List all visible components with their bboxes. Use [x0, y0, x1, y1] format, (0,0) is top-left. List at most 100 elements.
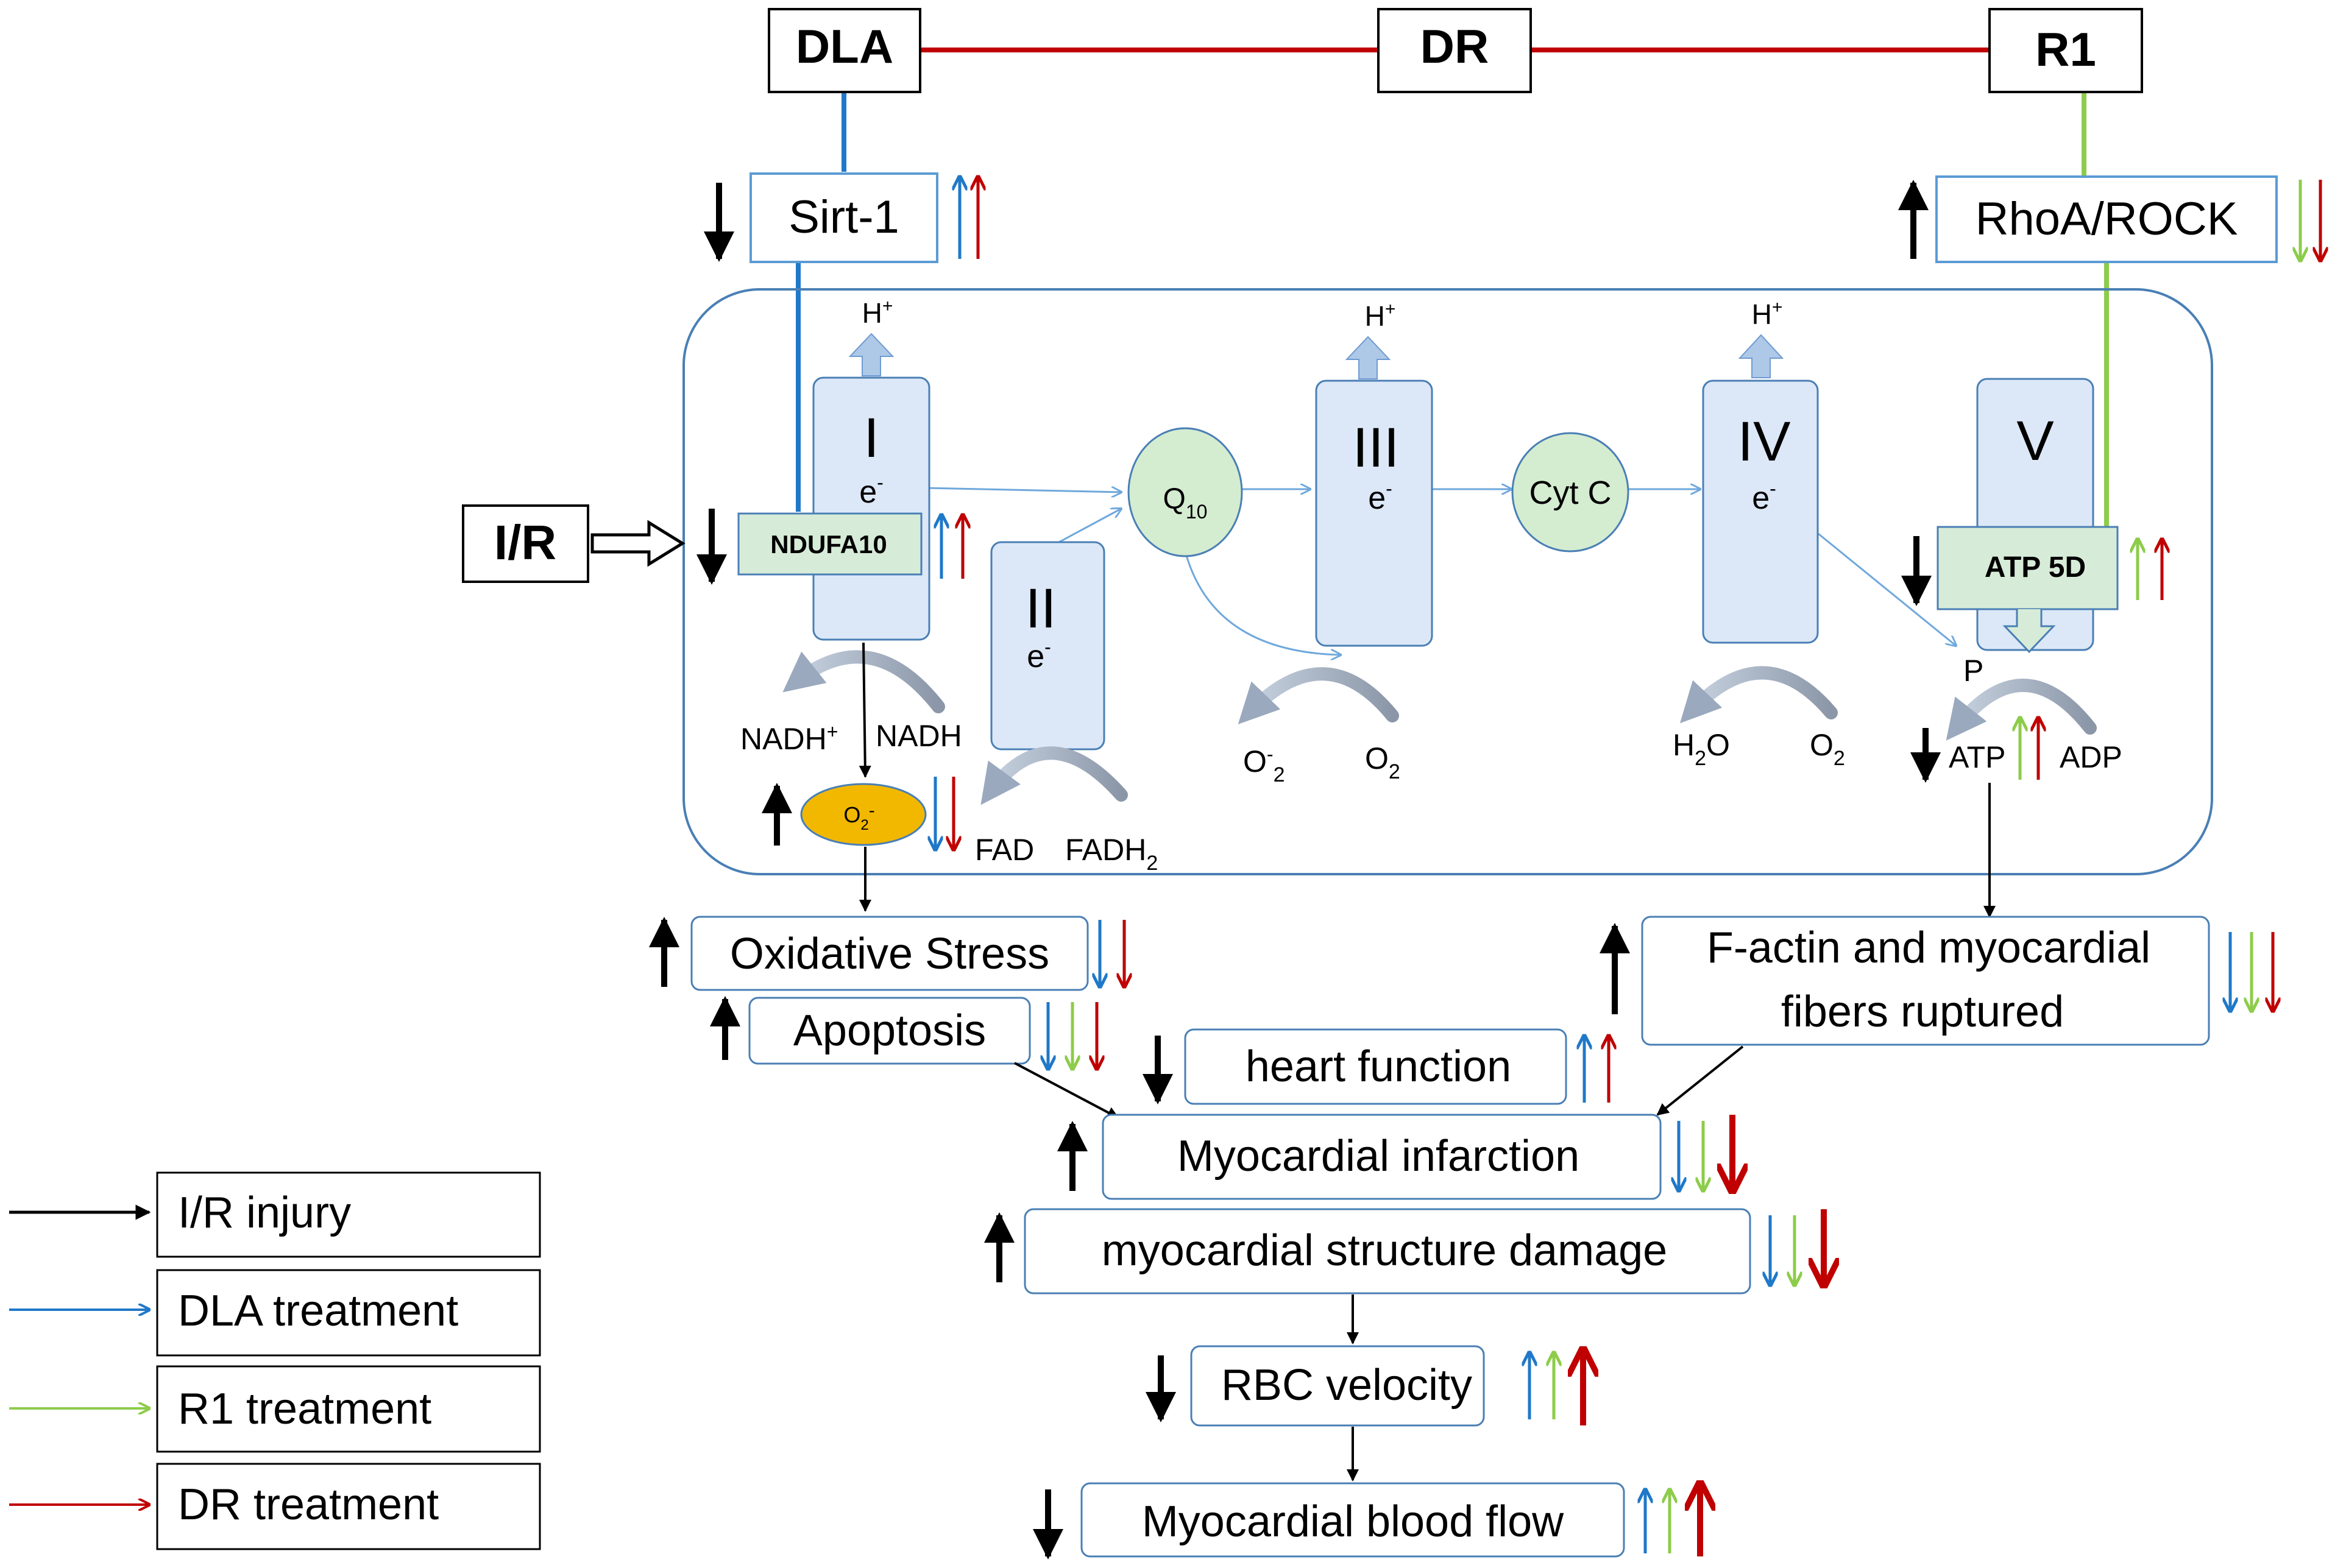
myocardial-infarction-node: Myocardial infarction: [1102, 1114, 1662, 1200]
complex-iii-proton: H+: [1345, 299, 1396, 380]
heart-function-label: heart function: [1246, 1042, 1511, 1091]
rhoa-rock-node: RhoA/ROCK: [1935, 175, 2278, 263]
oxidative-stress-treatment-arrows: [1100, 920, 1124, 987]
complex-iv-proton: H+: [1738, 297, 1784, 378]
sirt1-treatment-arrows: [960, 177, 978, 259]
nadh-label: NADH: [876, 719, 962, 753]
legend-item-dla: DLA treatment: [9, 1269, 541, 1357]
oxidative-stress-label: Oxidative Stress: [730, 930, 1049, 978]
atp5d-label: ATP 5D: [1985, 551, 2086, 584]
apoptosis-label: Apoptosis: [793, 1006, 986, 1055]
top-connector: [796, 48, 2109, 527]
r1-box: R1: [1988, 8, 2143, 93]
rbc-velocity-label: RBC velocity: [1221, 1361, 1472, 1410]
myocardial-infarction-treatment-arrows: [1679, 1115, 1732, 1191]
f-actin-label-1: F-actin and myocardial: [1707, 923, 2150, 972]
complex-iv-electron: e-: [1752, 478, 1776, 516]
complex-i-to-superoxide-arrow: [859, 642, 871, 778]
atp-label: ATP: [1949, 740, 2006, 774]
svg-text:H+: H+: [1365, 299, 1396, 332]
legend: I/R injury DLA treatment R1 treatment DR…: [9, 1171, 541, 1550]
oxygen-label-q: O2: [1365, 741, 1400, 783]
f-actin-treatment-arrows: [2230, 932, 2273, 1011]
superoxide-treatment-arrows: [935, 777, 954, 850]
reaction-curves: [782, 650, 2097, 805]
legend-dla-label: DLA treatment: [178, 1287, 458, 1335]
complex-iii-label: III: [1353, 417, 1400, 479]
complex-i-label: I: [863, 407, 879, 469]
rhoa-treatment-arrows: [2300, 180, 2320, 261]
ir-label: I/R: [494, 515, 556, 570]
structure-damage-treatment-arrows: [1770, 1209, 1824, 1285]
adp-label: ADP: [2060, 740, 2122, 774]
phosphate-label: P: [1963, 654, 1983, 688]
mitochondrion-membrane: [682, 288, 2213, 875]
ir-input-arrow: [590, 520, 686, 567]
rhoa-rock-label: RhoA/ROCK: [1976, 193, 2238, 245]
dla-label: DLA: [796, 19, 893, 73]
complex-ii: II e-: [990, 541, 1105, 750]
svg-text:Q10: Q10: [1163, 483, 1208, 523]
complex-iv-label: IV: [1738, 411, 1791, 473]
svg-text:O2-: O2-: [843, 800, 874, 833]
dla-box: DLA: [768, 8, 921, 93]
legend-item-dr: DR treatment: [9, 1463, 541, 1550]
heart-function-treatment-arrows: [1584, 1036, 1609, 1103]
legend-r1-label: R1 treatment: [178, 1385, 431, 1433]
ndufa10-treatment-arrows: [941, 515, 963, 579]
complex-iii-electron: e-: [1368, 478, 1392, 516]
r1-label: R1: [2035, 23, 2096, 76]
complex-iii: III e-: [1315, 380, 1433, 647]
apoptosis-treatment-arrows: [1048, 1002, 1097, 1069]
heart-function-node: heart function: [1184, 1028, 1567, 1105]
complex-iv: IV e-: [1702, 380, 1819, 644]
svg-text:H+: H+: [862, 296, 893, 329]
superoxide-o2-minus-label: O-2: [1243, 743, 1285, 786]
ndufa10-label: NDUFA10: [770, 530, 887, 559]
ndufa10-node: NDUFA10: [737, 512, 923, 576]
atp-treatment-arrows: [2020, 718, 2038, 780]
coenzyme-q10: Q10: [1127, 427, 1243, 557]
complex-i: I e-: [812, 376, 930, 641]
myocardial-infarction-label: Myocardial infarction: [1177, 1132, 1579, 1181]
ir-box: I/R: [462, 504, 589, 583]
sirt1-label: Sirt-1: [788, 191, 899, 243]
cytochrome-c-label: Cyt C: [1529, 475, 1612, 511]
structure-damage-node: myocardial structure damage: [1024, 1208, 1751, 1294]
fad-label: FAD: [975, 833, 1034, 867]
cytochrome-c: Cyt C: [1511, 432, 1629, 553]
dr-label: DR: [1420, 19, 1489, 73]
rbc-velocity-treatment-arrows: [1529, 1349, 1583, 1425]
complex-i-electron: e-: [859, 471, 884, 510]
complex-i-proton: H+: [848, 296, 895, 376]
complex-ii-electron: e-: [1027, 636, 1051, 674]
legend-dr-label: DR treatment: [178, 1480, 439, 1529]
apoptosis-to-infarction-arrow: [1014, 1062, 1119, 1119]
structure-damage-label: myocardial structure damage: [1102, 1226, 1667, 1275]
oxidative-stress-node: Oxidative Stress: [690, 916, 1089, 991]
fadh2-label: FADH2: [1065, 833, 1158, 875]
complex-v-label: V: [2016, 410, 2054, 472]
apoptosis-node: Apoptosis: [748, 997, 1031, 1065]
sirt1-node: Sirt-1: [750, 172, 938, 263]
legend-item-r1: R1 treatment: [9, 1365, 541, 1453]
oxygen-label-iv: O2: [1810, 728, 1845, 770]
superoxide-node: O2-: [800, 783, 927, 846]
svg-text:H+: H+: [1752, 297, 1783, 330]
f-actin-node: F-actin and myocardial fibers ruptured: [1641, 916, 2210, 1046]
f-actin-label-2: fibers ruptured: [1781, 987, 2064, 1036]
atp5d-node: ATP 5D: [1937, 526, 2119, 654]
atp5d-treatment-arrows: [2138, 539, 2162, 600]
rbc-velocity-node: RBC velocity: [1190, 1345, 1485, 1427]
legend-ir-injury-label: I/R injury: [178, 1188, 351, 1237]
blood-flow-label: Myocardial blood flow: [1142, 1497, 1564, 1546]
blood-flow-treatment-arrows: [1645, 1483, 1700, 1556]
complex-ii-label: II: [1025, 577, 1056, 640]
factin-to-infarction-arrow: [1656, 1045, 1744, 1116]
blood-flow-node: Myocardial blood flow: [1080, 1482, 1625, 1558]
nadh-plus-label: NADH+: [740, 721, 838, 756]
water-label: H2O: [1673, 728, 1730, 770]
dr-box: DR: [1377, 8, 1532, 93]
legend-item-ir-injury: I/R injury: [9, 1171, 541, 1258]
